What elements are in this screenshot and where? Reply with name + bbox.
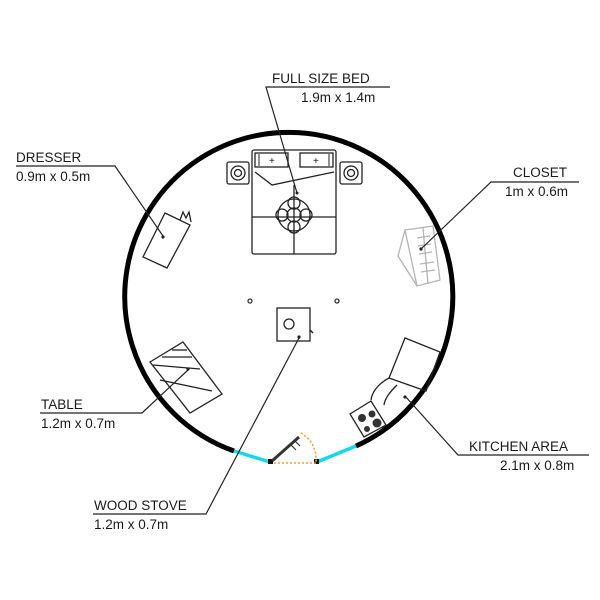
svg-text:+: + [313, 156, 319, 167]
door-openings [233, 444, 357, 464]
entry-door [268, 432, 319, 464]
dresser-title: DRESSER [16, 150, 82, 165]
label-bed: FULL SIZE BED 1.9m x 1.4m [272, 71, 375, 105]
leader-lines [16, 86, 589, 515]
bed-size: 1.9m x 1.4m [301, 90, 375, 105]
stove-title: WOOD STOVE [94, 498, 187, 513]
table [149, 341, 223, 414]
kitchen-title: KITCHEN AREA [469, 439, 568, 454]
nightstand-right [339, 161, 363, 185]
table-title: TABLE [41, 397, 83, 412]
label-table: TABLE 1.2m x 0.7m [41, 397, 115, 431]
svg-text:+: + [269, 156, 275, 167]
wood-stove [276, 307, 314, 342]
post-left [247, 298, 253, 304]
post-right [334, 298, 340, 304]
closet-size: 1m x 0.6m [505, 184, 568, 199]
label-stove: WOOD STOVE 1.2m x 0.7m [94, 498, 187, 532]
bed: + + [251, 149, 337, 255]
table-size: 1.2m x 0.7m [41, 416, 115, 431]
cooktop [349, 400, 387, 438]
closet-title: CLOSET [513, 165, 567, 180]
closet [397, 225, 441, 287]
kitchen-area [349, 337, 441, 438]
stove-size: 1.2m x 0.7m [94, 517, 168, 532]
kitchen-size: 2.1m x 0.8m [500, 458, 574, 473]
nightstand-left [226, 161, 250, 185]
dresser [142, 210, 192, 269]
dresser-size: 0.9m x 0.5m [16, 169, 90, 184]
label-dresser: DRESSER 0.9m x 0.5m [16, 150, 90, 184]
label-kitchen: KITCHEN AREA 2.1m x 0.8m [469, 439, 574, 473]
outer-wall [122, 129, 456, 454]
label-closet: CLOSET 1m x 0.6m [505, 165, 568, 199]
bed-title: FULL SIZE BED [272, 71, 370, 86]
